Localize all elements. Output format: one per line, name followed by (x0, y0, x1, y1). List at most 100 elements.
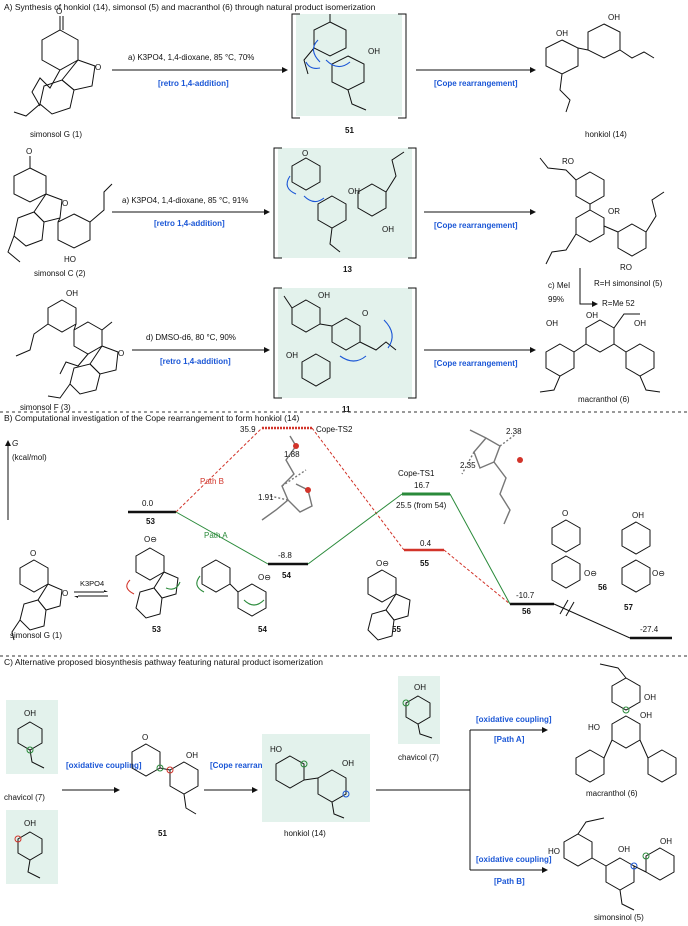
section-b-title: B) Computational investigation of the Co… (4, 413, 299, 423)
svg-text:O⊖: O⊖ (144, 535, 157, 544)
break-mark-1 (559, 599, 569, 615)
svg-text:O: O (56, 7, 62, 16)
row1-start-label: simonsol G (1) (30, 130, 82, 139)
svg-text:OH: OH (368, 47, 380, 56)
svg-text:OH: OH (382, 225, 394, 234)
svg-text:O: O (118, 349, 124, 358)
row2-start-label: simonsol C (2) (34, 269, 86, 278)
svg-text:O: O (62, 589, 68, 598)
ts2-model (261, 435, 313, 521)
c-simonsinol-label: simonsinol (5) (594, 913, 644, 922)
pathB-label: [oxidative coupling] (476, 855, 552, 864)
path-b-label: Path B (200, 477, 224, 486)
pathA-label: [oxidative coupling] (476, 715, 552, 724)
section-a-title: A) Synthesis of honkiol (14), simonsol (… (4, 2, 376, 12)
product-52: R=Me 52 (602, 299, 635, 308)
svg-text:OH: OH (24, 819, 36, 828)
row2: O O HO simonsol C (2) a) K3PO4, 1,4-diox… (7, 147, 665, 308)
b-54-label: 54 (258, 625, 267, 634)
pathA2-label: [Path A] (494, 735, 525, 744)
ts1-label: Cope-TS1 (398, 469, 435, 478)
row3-start-label: simonsol F (3) (20, 403, 71, 412)
product-simonsinol: R=H simonsinol (5) (594, 279, 663, 288)
ts1-value: 16.7 (414, 481, 430, 490)
svg-text:OH: OH (632, 511, 644, 520)
section-c-title: C) Alternative proposed biosynthesis pat… (4, 657, 323, 667)
int51-label: 51 (345, 126, 354, 135)
d191: 1.91 (258, 493, 274, 502)
chavicol-top: OH (17, 709, 45, 769)
svg-text:O: O (142, 733, 148, 742)
c-honkiol: HO OH (270, 745, 354, 819)
c-51: O OH (131, 733, 199, 815)
svg-text:OH: OH (414, 683, 426, 692)
d238: 2.38 (506, 427, 522, 436)
b-simonsol-g: O O (11, 549, 68, 641)
row1: O O simonsol G (1) a) K3PO4, 1,4-dioxane… (13, 7, 655, 139)
c-honkiol-label: honkiol (14) (284, 829, 326, 838)
ts1-note: 25.5 (from 54) (396, 501, 447, 510)
ro-text-2: RO (620, 263, 632, 272)
pathB2-label: [Path B] (494, 877, 525, 886)
svg-text:OH: OH (318, 291, 330, 300)
svg-text:O: O (95, 63, 101, 72)
b-55: O⊖ (367, 559, 411, 641)
svg-text:OH: OH (660, 837, 672, 846)
e55: 0.4 (420, 539, 432, 548)
n53: 53 (146, 517, 155, 526)
d235: 2.35 (460, 461, 476, 470)
svg-text:OH: OH (342, 759, 354, 768)
svg-text:OH: OH (644, 693, 656, 702)
row2-step: [retro 1,4-addition] (154, 219, 225, 228)
path-a-1 (175, 511, 269, 565)
path-a-3 (449, 493, 511, 605)
svg-text:OH: OH (640, 711, 652, 720)
c-macranthol: OH HO OH (575, 663, 677, 783)
row2-step2: [Cope rearrangement] (434, 221, 518, 230)
svg-text:O⊖: O⊖ (584, 569, 597, 578)
b-56-label: 56 (598, 583, 607, 592)
path-b-down (311, 427, 405, 551)
svg-text:HO: HO (588, 723, 600, 732)
e53: 0.0 (142, 499, 154, 508)
c-chavicol-right-shade (398, 676, 440, 744)
n55: 55 (420, 559, 429, 568)
c-chavicol-right: OH (402, 683, 433, 739)
svg-text:OH: OH (586, 311, 598, 320)
int13-structure: O OH OH (286, 149, 405, 253)
chavicol-bottom: OH (14, 819, 43, 879)
svg-text:O⊖: O⊖ (376, 559, 389, 568)
honkiol-label: honkiol (14) (585, 130, 627, 139)
b-53: O⊖ (126, 535, 181, 619)
int11-structure: OH O OH (283, 291, 397, 387)
or-text: OR (608, 207, 620, 216)
row1-conditions: a) K3PO4, 1,4-dioxane, 85 °C, 70% (128, 53, 254, 62)
path-b-up (175, 427, 263, 513)
simonsinol-structure: RO OR RO (539, 157, 665, 272)
svg-text:O: O (562, 509, 568, 518)
axis-unit: (kcal/mol) (12, 453, 47, 462)
row3-step2: [Cope rearrangement] (434, 359, 518, 368)
chavicol-left-label: chavicol (7) (4, 793, 45, 802)
b-57: OH O⊖ (621, 511, 665, 593)
svg-text:OH: OH (66, 289, 78, 298)
int51-structure: OH (303, 14, 380, 111)
e54: -8.8 (278, 551, 292, 560)
b-54: O⊖ (196, 559, 271, 617)
ts2-label: Cope-TS2 (316, 425, 353, 434)
row2-conditions: a) K3PO4, 1,4-dioxane, 85 °C, 91% (122, 196, 248, 205)
row3: OH O simonsol F (3) d) DMSO-d6, 80 °C, 9… (15, 287, 661, 414)
row3-conditions: d) DMSO-d6, 80 °C, 90% (146, 333, 236, 342)
mei-yield: 99% (548, 295, 564, 304)
svg-text:O⊖: O⊖ (652, 569, 665, 578)
svg-text:OH: OH (348, 187, 360, 196)
b-start-label: simonsol G (1) (10, 631, 62, 640)
mei-arrow (579, 268, 592, 305)
path-end (553, 603, 631, 639)
row1-step2: [Cope rearrangement] (434, 79, 518, 88)
svg-text:O⊖: O⊖ (258, 573, 271, 582)
c-chavicol-right-label: chavicol (7) (398, 753, 439, 762)
c-51-label: 51 (158, 829, 167, 838)
ox1: [oxidative coupling] (66, 761, 142, 770)
